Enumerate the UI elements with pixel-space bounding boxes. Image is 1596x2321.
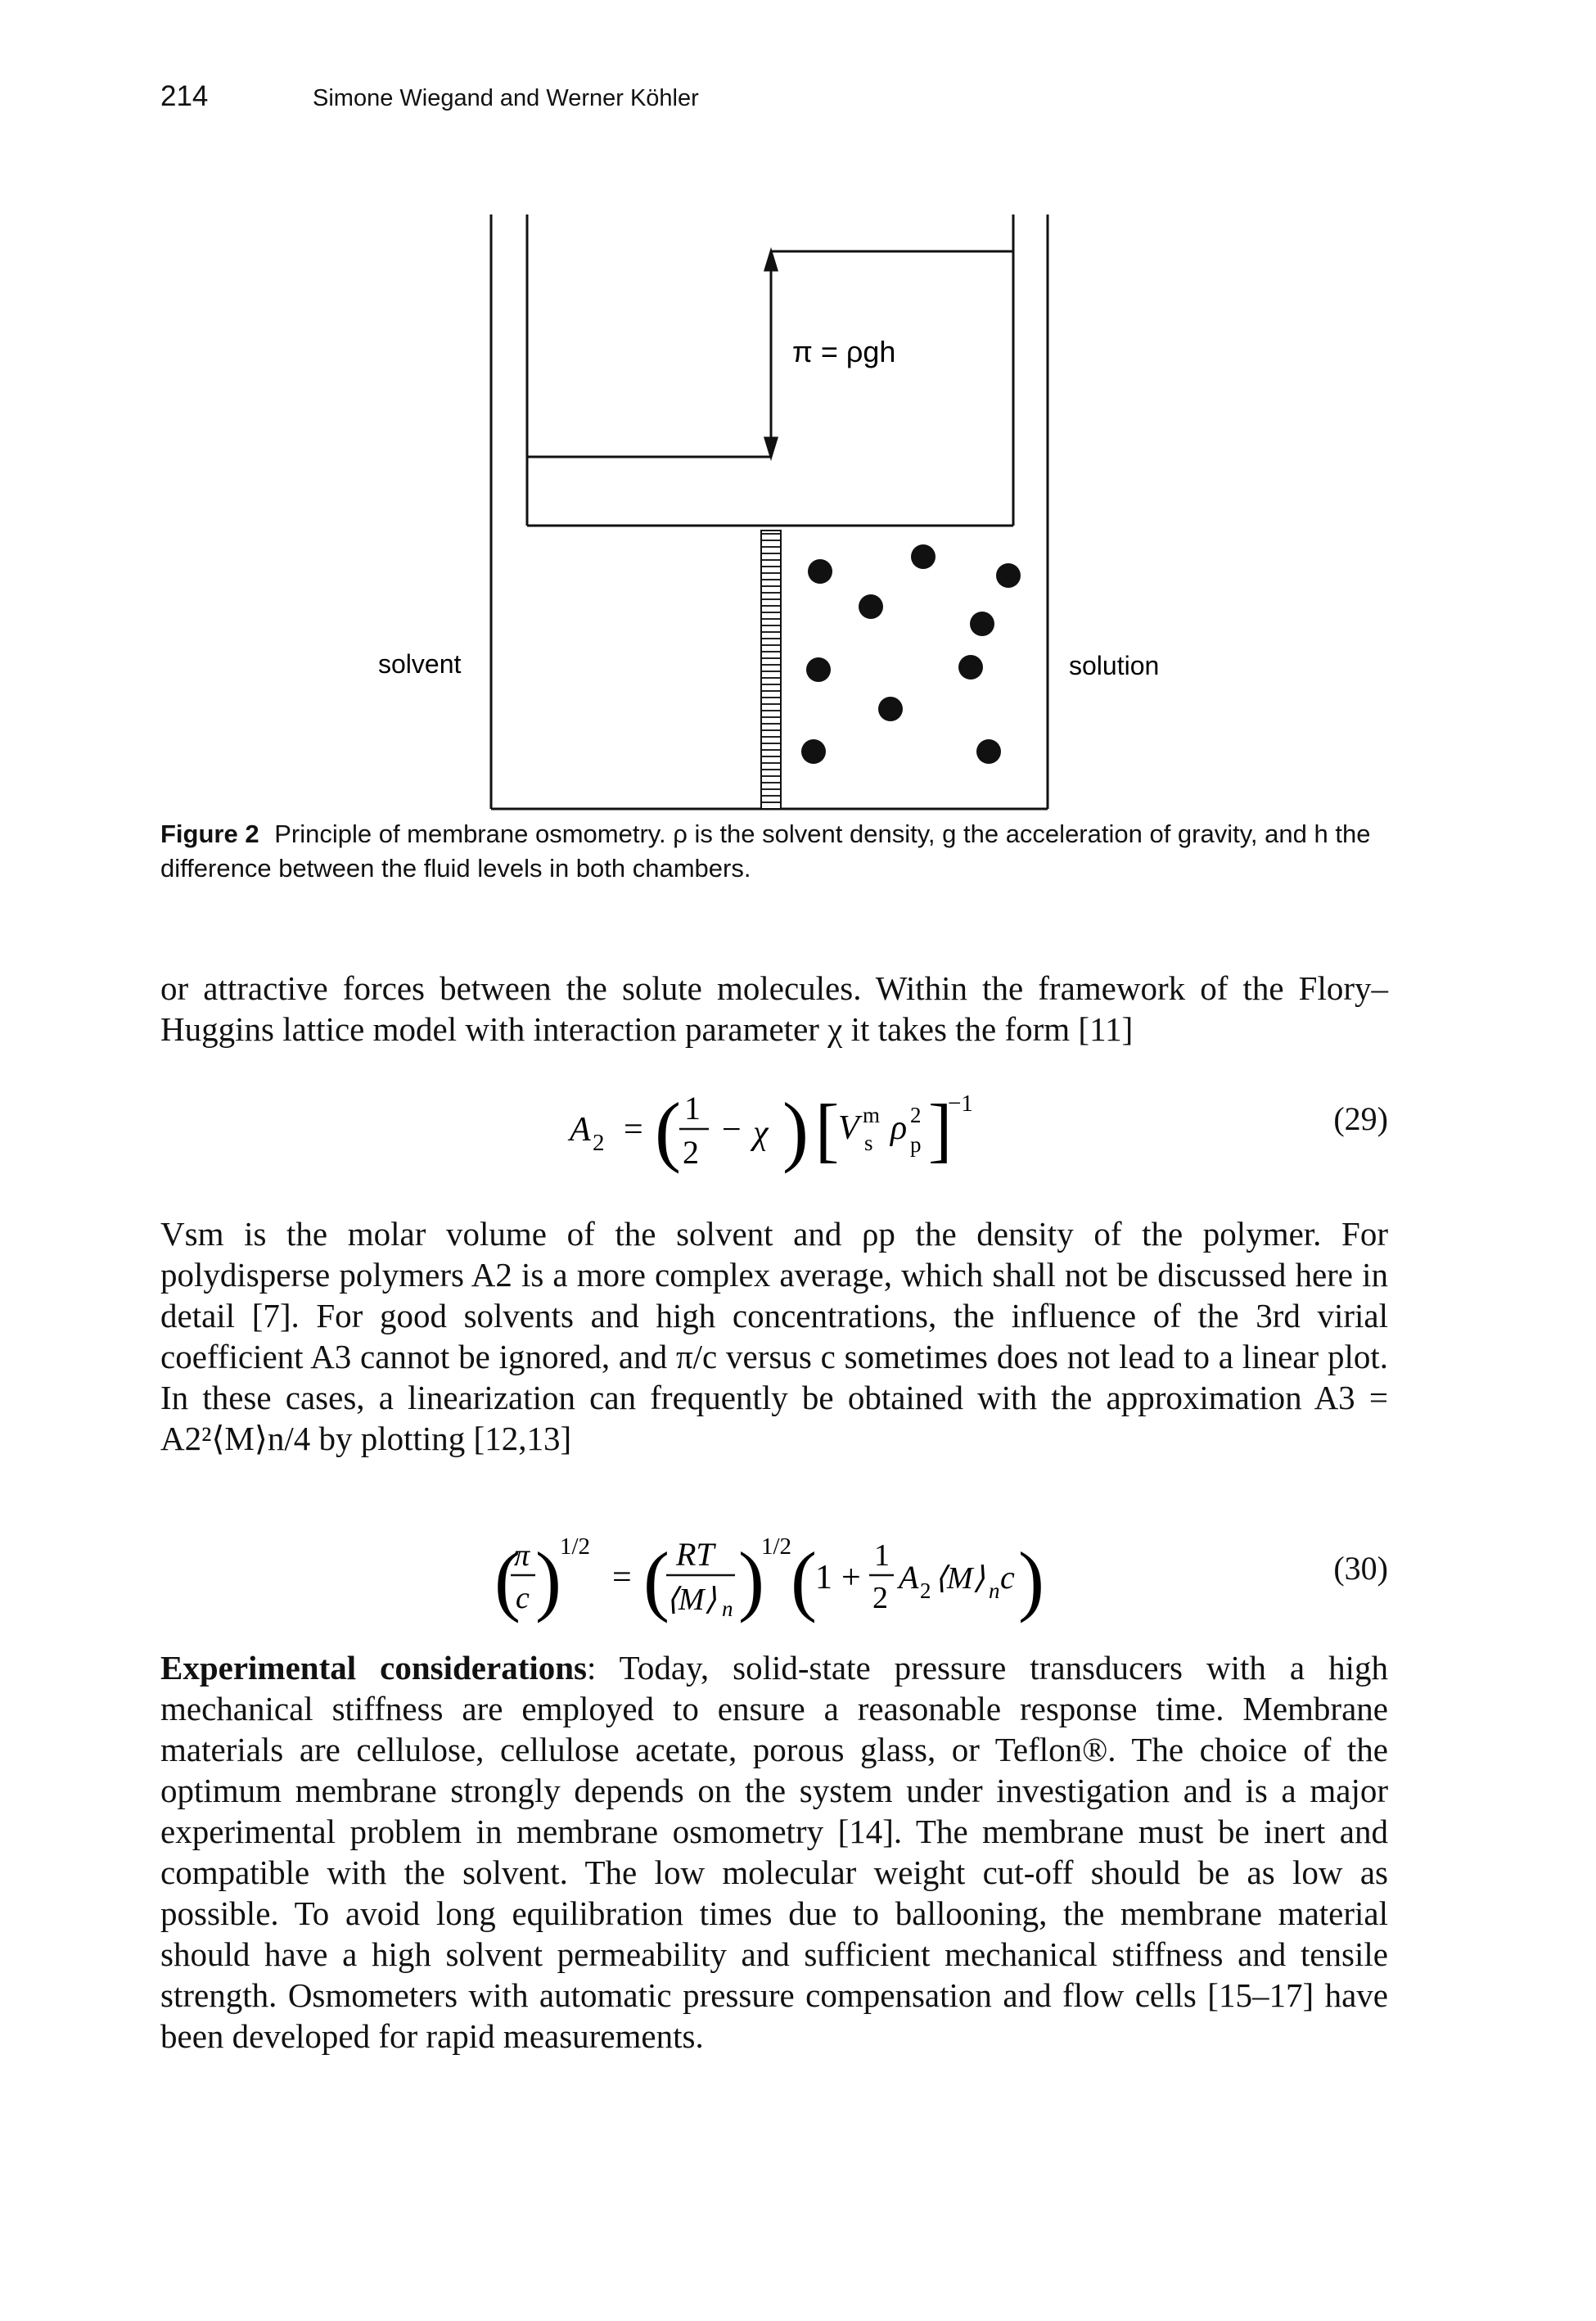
- equation-30-formula: ( π c ) 1/2 = ( RT ⟨M⟩ n ) 1/2 ( 1 + 1 2…: [494, 1533, 1044, 1623]
- figure-caption-label: Figure 2: [160, 820, 259, 848]
- solute-particle: [911, 544, 936, 569]
- eq30-c2: c: [1000, 1559, 1015, 1596]
- eq29-exponent: −1: [948, 1091, 973, 1117]
- eq30-paren-3r: ): [1018, 1536, 1044, 1623]
- eq29-rho-sup: 2: [910, 1103, 922, 1127]
- eq29-v-sup: m: [863, 1103, 880, 1127]
- eq30-paren-3l: (: [791, 1536, 817, 1623]
- eq29-bracket-left: [: [815, 1091, 839, 1170]
- solution-label: solution: [1069, 651, 1159, 680]
- eq29-a: A: [567, 1111, 591, 1149]
- eq30-exp-1: 1/2: [560, 1533, 590, 1560]
- eq30-m2-sub: n: [989, 1578, 1000, 1603]
- solute-particle: [878, 697, 903, 721]
- eq30-equals: =: [612, 1559, 632, 1596]
- osmometer-figure: π = ρgh solvent solution: [378, 214, 1159, 811]
- eq29-v: V: [838, 1109, 863, 1147]
- eq29-chi: χ: [750, 1114, 769, 1152]
- solvent-label: solvent: [378, 649, 462, 679]
- eq29-paren-right: ): [782, 1086, 809, 1174]
- pressure-label: π = ρgh: [792, 335, 895, 368]
- solute-particles: [801, 544, 1021, 764]
- membrane: [760, 530, 782, 810]
- equation-30: ( π c ) 1/2 = ( RT ⟨M⟩ n ) 1/2 ( 1 + 1 2…: [160, 1523, 1388, 1629]
- solute-particle: [958, 655, 983, 680]
- eq29-bracket-right: ]: [928, 1091, 952, 1170]
- eq29-paren-left: (: [655, 1086, 681, 1174]
- eq30-paren-1r: ): [535, 1536, 561, 1623]
- eq30-paren-2r: ): [738, 1536, 764, 1623]
- eq29-rho-sub: p: [910, 1132, 922, 1157]
- eq30-frac-num: 1: [874, 1538, 890, 1573]
- eq30-m-sub: n: [722, 1596, 733, 1621]
- eq30-m: ⟨M⟩: [666, 1583, 716, 1617]
- eq30-paren-2l: (: [643, 1536, 670, 1623]
- paragraph-experimental: Experimental considerations: Today, soli…: [160, 1647, 1388, 2057]
- figure-caption-text: Principle of membrane osmometry. ρ is th…: [160, 820, 1371, 883]
- equation-29: A 2 = ( 1 2 − χ ) [ V m s ρ 2 p ] −1 (29…: [160, 1077, 1388, 1183]
- paragraph-flory-huggins: or attractive forces between the solute …: [160, 969, 1388, 1048]
- eq30-frac-den: 2: [872, 1581, 888, 1615]
- eq30-paren-1l: (: [494, 1536, 521, 1623]
- height-arrow: [763, 246, 779, 462]
- figure-caption: Figure 2 Principle of membrane osmometry…: [160, 817, 1388, 886]
- eq30-plus: +: [841, 1559, 861, 1596]
- equation-29-formula: A 2 = ( 1 2 − χ ) [ V m s ρ 2 p ] −1: [567, 1086, 973, 1174]
- eq29-denominator: 2: [683, 1134, 699, 1171]
- experimental-heading: Experimental considerations: [160, 1649, 587, 1687]
- eq30-a: A: [896, 1559, 919, 1596]
- solute-particle: [976, 739, 1001, 764]
- experimental-text: : Today, solid-state pressure transducer…: [160, 1649, 1389, 2055]
- eq30-a-sub: 2: [920, 1578, 931, 1603]
- equation-number-30: (30): [1333, 1550, 1388, 1587]
- page-number: 214: [160, 80, 209, 112]
- running-head: Simone Wiegand and Werner Köhler: [313, 85, 699, 111]
- eq30-m2: ⟨M⟩: [935, 1561, 985, 1596]
- eq29-equals: =: [624, 1111, 643, 1149]
- eq29-minus: −: [722, 1111, 742, 1149]
- paragraph-polydisperse: Vsm is the molar volume of the solvent a…: [160, 1215, 1388, 1457]
- solute-particle: [859, 594, 883, 619]
- eq29-a-sub: 2: [593, 1130, 605, 1156]
- solute-particle: [808, 559, 832, 584]
- eq29-v-sub: s: [864, 1131, 873, 1155]
- eq29-rho: ρ: [889, 1109, 907, 1147]
- solute-particle: [996, 563, 1021, 588]
- solute-particle: [801, 739, 826, 764]
- solute-particle: [806, 657, 831, 682]
- eq30-pi: π: [514, 1538, 530, 1573]
- eq30-rt: RT: [675, 1536, 716, 1573]
- equation-number-29: (29): [1333, 1100, 1388, 1137]
- eq30-c: c: [516, 1581, 530, 1615]
- solute-particle: [970, 612, 994, 636]
- eq30-one: 1: [815, 1559, 832, 1596]
- eq29-numerator: 1: [684, 1090, 701, 1127]
- eq30-exp-2: 1/2: [761, 1533, 791, 1560]
